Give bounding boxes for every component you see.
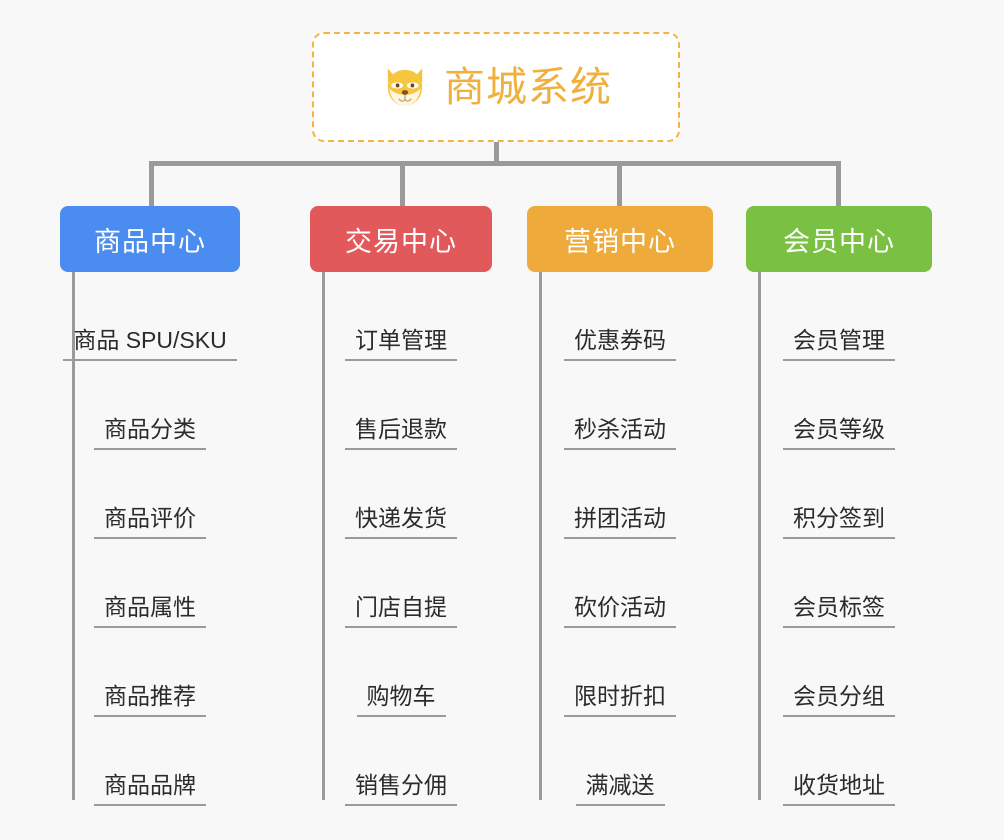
list-item[interactable]: 商品品牌 <box>60 717 240 806</box>
list-item[interactable]: 商品分类 <box>60 361 240 450</box>
list-item[interactable]: 门店自提 <box>310 539 492 628</box>
list-item[interactable]: 拼团活动 <box>527 450 713 539</box>
branch-column-2: 营销中心 优惠券码 秒杀活动 拼团活动 砍价活动 限时折扣 满减送 <box>527 206 713 806</box>
branch-item-label: 优惠券码 <box>564 327 676 361</box>
branch-item-label: 秒杀活动 <box>564 416 676 450</box>
list-item[interactable]: 满减送 <box>527 717 713 806</box>
connector-horizontal-bus <box>149 161 841 166</box>
shiba-dog-icon <box>387 68 423 106</box>
connector-root-stem <box>494 142 499 164</box>
list-item[interactable]: 限时折扣 <box>527 628 713 717</box>
list-item[interactable]: 优惠券码 <box>527 272 713 361</box>
branch-items-0: 商品 SPU/SKU 商品分类 商品评价 商品属性 商品推荐 商品品牌 <box>60 272 240 806</box>
root-title: 商城系统 <box>444 63 612 110</box>
branch-item-label: 快递发货 <box>345 505 457 539</box>
branch-item-label: 销售分佣 <box>345 772 457 806</box>
branch-column-3: 会员中心 会员管理 会员等级 积分签到 会员标签 会员分组 收货地址 <box>746 206 932 806</box>
list-item[interactable]: 会员分组 <box>746 628 932 717</box>
branch-item-label: 商品属性 <box>94 594 206 628</box>
connector-drop-营销中心 <box>617 161 622 206</box>
branch-item-label: 商品推荐 <box>94 683 206 717</box>
branch-item-label: 会员等级 <box>783 416 895 450</box>
list-item[interactable]: 收货地址 <box>746 717 932 806</box>
branch-item-label: 购物车 <box>356 683 446 717</box>
list-item[interactable]: 商品推荐 <box>60 628 240 717</box>
branch-item-label: 会员分组 <box>783 683 895 717</box>
list-item[interactable]: 积分签到 <box>746 450 932 539</box>
branch-item-label: 商品品牌 <box>94 772 206 806</box>
branch-items-1: 订单管理 售后退款 快递发货 门店自提 购物车 销售分佣 <box>310 272 492 806</box>
list-item[interactable]: 秒杀活动 <box>527 361 713 450</box>
branch-item-label: 商品评价 <box>94 505 206 539</box>
branch-item-label: 售后退款 <box>345 416 457 450</box>
list-item[interactable]: 快递发货 <box>310 450 492 539</box>
branch-spine-1 <box>322 272 325 800</box>
list-item[interactable]: 商品 SPU/SKU <box>60 272 240 361</box>
branch-spine-0 <box>72 272 75 800</box>
list-item[interactable]: 商品属性 <box>60 539 240 628</box>
branch-column-1: 交易中心 订单管理 售后退款 快递发货 门店自提 购物车 销售分佣 <box>310 206 492 806</box>
list-item[interactable]: 商品评价 <box>60 450 240 539</box>
branch-item-label: 商品 SPU/SKU <box>63 327 237 361</box>
branch-header-3[interactable]: 会员中心 <box>746 206 932 272</box>
branch-items-3: 会员管理 会员等级 积分签到 会员标签 会员分组 收货地址 <box>746 272 932 806</box>
branch-item-label: 门店自提 <box>345 594 457 628</box>
branch-item-label: 限时折扣 <box>564 683 676 717</box>
list-item[interactable]: 会员管理 <box>746 272 932 361</box>
root-node[interactable]: 商城系统 <box>312 32 680 142</box>
list-item[interactable]: 购物车 <box>310 628 492 717</box>
branch-item-label: 会员标签 <box>783 594 895 628</box>
branch-header-2[interactable]: 营销中心 <box>527 206 713 272</box>
list-item[interactable]: 订单管理 <box>310 272 492 361</box>
list-item[interactable]: 售后退款 <box>310 361 492 450</box>
connector-drop-商品中心 <box>149 161 154 206</box>
connector-drop-交易中心 <box>400 161 405 206</box>
list-item[interactable]: 销售分佣 <box>310 717 492 806</box>
branch-items-2: 优惠券码 秒杀活动 拼团活动 砍价活动 限时折扣 满减送 <box>527 272 713 806</box>
list-item[interactable]: 会员标签 <box>746 539 932 628</box>
branch-item-label: 拼团活动 <box>564 505 676 539</box>
branch-item-label: 满减送 <box>575 772 665 806</box>
branch-column-0: 商品中心 商品 SPU/SKU 商品分类 商品评价 商品属性 商品推荐 商品品牌 <box>60 206 240 806</box>
branch-item-label: 订单管理 <box>345 327 457 361</box>
branch-item-label: 收货地址 <box>783 772 895 806</box>
list-item[interactable]: 会员等级 <box>746 361 932 450</box>
branch-item-label: 积分签到 <box>783 505 895 539</box>
list-item[interactable]: 砍价活动 <box>527 539 713 628</box>
branch-item-label: 砍价活动 <box>564 594 676 628</box>
connector-drop-会员中心 <box>836 161 841 206</box>
branch-spine-2 <box>539 272 542 800</box>
branch-header-1[interactable]: 交易中心 <box>310 206 492 272</box>
branch-item-label: 商品分类 <box>94 416 206 450</box>
branch-header-0[interactable]: 商品中心 <box>60 206 240 272</box>
branch-spine-3 <box>758 272 761 800</box>
branch-item-label: 会员管理 <box>783 327 895 361</box>
